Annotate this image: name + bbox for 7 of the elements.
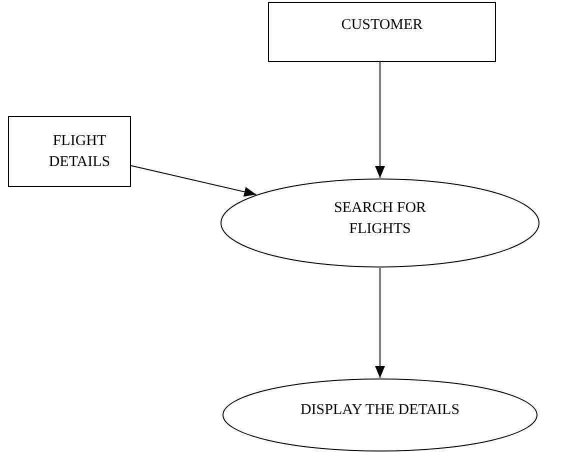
arrow <box>375 62 385 178</box>
arrow <box>375 268 385 378</box>
node-label: CUSTOMER <box>341 16 423 34</box>
node-label: SEARCH FOR FLIGHTS <box>332 199 428 239</box>
node-label: FLIGHT DETAILS <box>48 132 112 172</box>
arrow <box>130 165 257 197</box>
node-label: DISPLAY THE DETAILS <box>300 400 460 420</box>
